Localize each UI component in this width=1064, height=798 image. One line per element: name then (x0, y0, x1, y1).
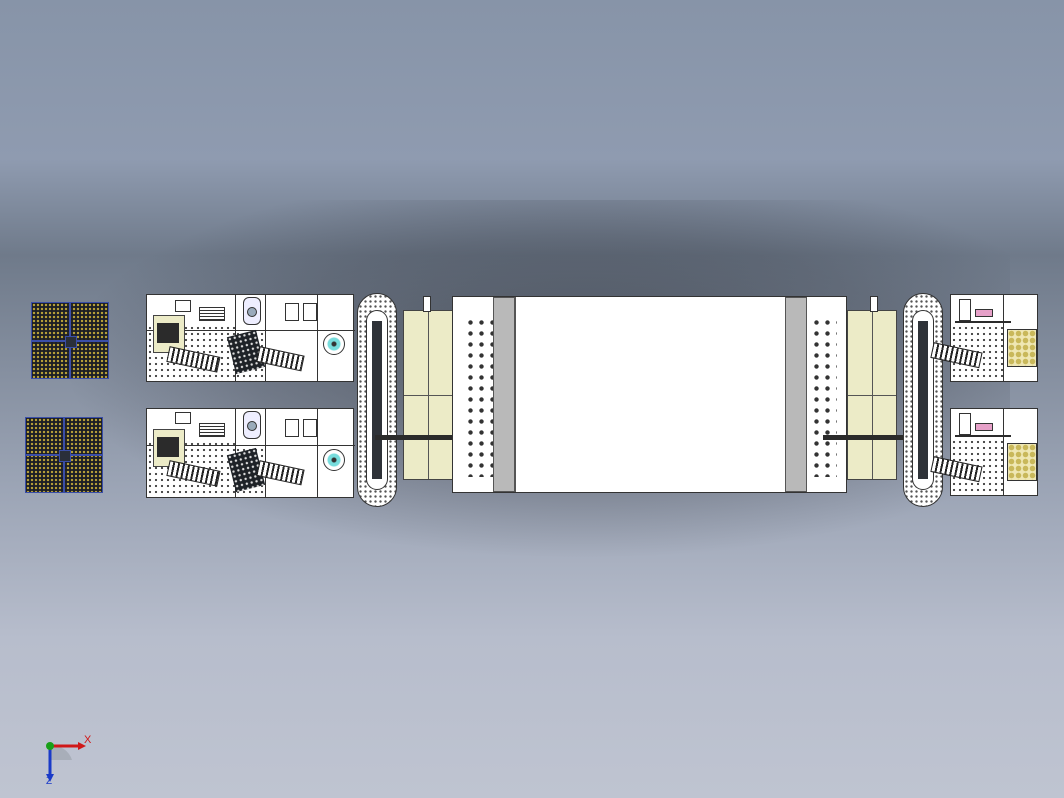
door-frame-right (785, 297, 807, 492)
z-axis-label: Z (46, 776, 53, 787)
lift-module-right[interactable] (847, 310, 897, 480)
unloading-station-bottom[interactable] (950, 408, 1038, 496)
label-plate (199, 307, 225, 321)
sensor (870, 296, 878, 312)
x-axis-label: X (84, 734, 92, 746)
triad-graphic (46, 742, 86, 782)
lift-module-left[interactable] (403, 310, 453, 480)
door-frame-left (493, 297, 515, 492)
return-conveyor-left[interactable] (357, 293, 397, 507)
chamber-window (515, 297, 787, 492)
vent-grid-left (465, 317, 493, 477)
label-plate (199, 423, 225, 437)
output-tray (1007, 443, 1037, 481)
transfer-rail-right (823, 435, 933, 440)
vent-grid-right (811, 317, 837, 477)
loading-station-bottom[interactable] (146, 408, 355, 498)
transfer-rail-left (375, 435, 485, 440)
parts-tray-bottom[interactable] (25, 417, 103, 493)
rotary-table[interactable] (323, 449, 345, 471)
return-conveyor-right[interactable] (903, 293, 943, 507)
sensor (423, 296, 431, 312)
unloading-station-top[interactable] (950, 294, 1038, 382)
loading-station-top[interactable] (146, 294, 355, 382)
output-tray (1007, 329, 1037, 367)
marker-block (975, 423, 993, 431)
parts-tray-top[interactable] (31, 302, 109, 379)
marker-block (975, 309, 993, 317)
main-machine-body[interactable] (452, 296, 847, 493)
coordinate-triad: X Z (38, 732, 98, 788)
rotary-table[interactable] (323, 333, 345, 355)
